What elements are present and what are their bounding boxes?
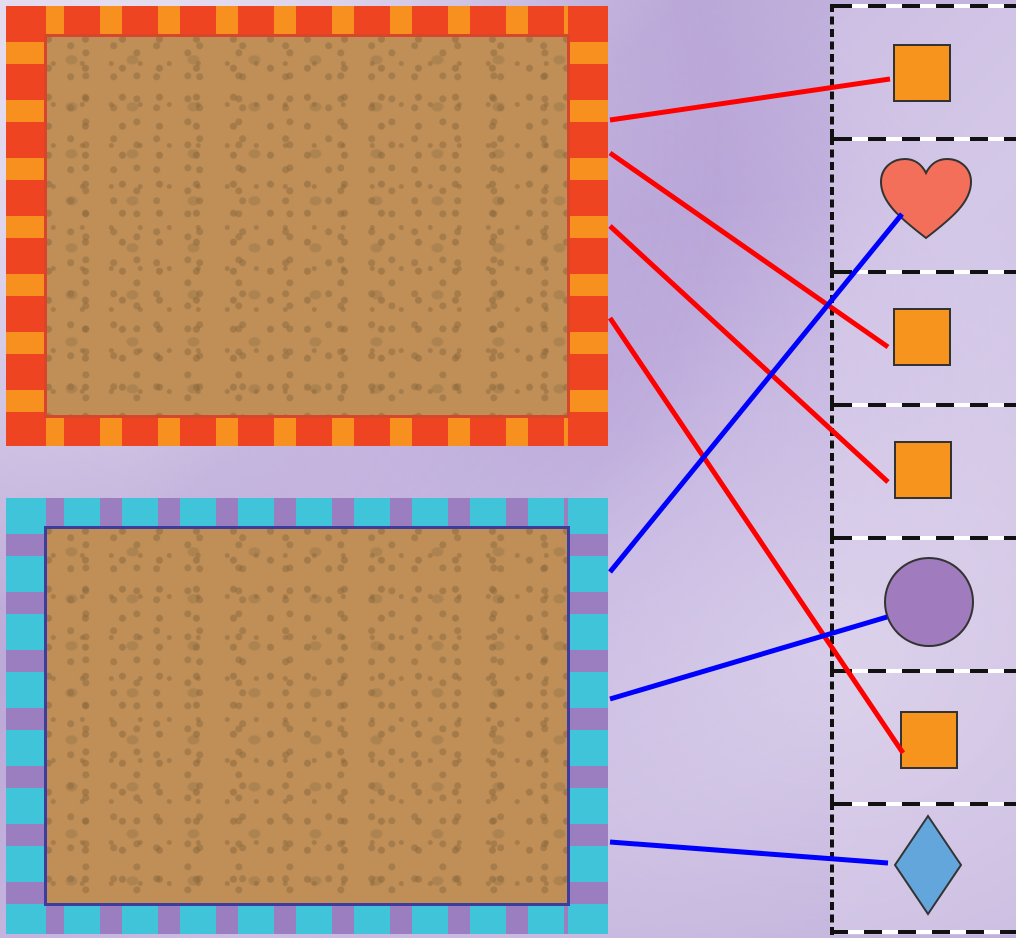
blue-board-left-border bbox=[6, 498, 46, 934]
red-board-left-border bbox=[6, 6, 46, 446]
red-board-cork-area[interactable] bbox=[44, 34, 570, 418]
red-board-right-border bbox=[568, 6, 608, 446]
purple-circle-shape[interactable] bbox=[882, 555, 976, 649]
red-sorting-board[interactable] bbox=[6, 6, 608, 446]
blue-board-right-border bbox=[568, 498, 608, 934]
blue-board-cork-area[interactable] bbox=[44, 526, 570, 906]
red-heart-shape[interactable] bbox=[878, 156, 974, 242]
orange-square-shape-3[interactable] bbox=[894, 441, 952, 499]
cells-bottom-border bbox=[830, 930, 1016, 934]
blue-sorting-board[interactable] bbox=[6, 498, 608, 934]
orange-square-shape-2[interactable] bbox=[893, 308, 951, 366]
orange-square-shape-1[interactable] bbox=[893, 44, 951, 102]
orange-square-shape-4[interactable] bbox=[900, 711, 958, 769]
blue-diamond-shape[interactable] bbox=[892, 814, 964, 916]
